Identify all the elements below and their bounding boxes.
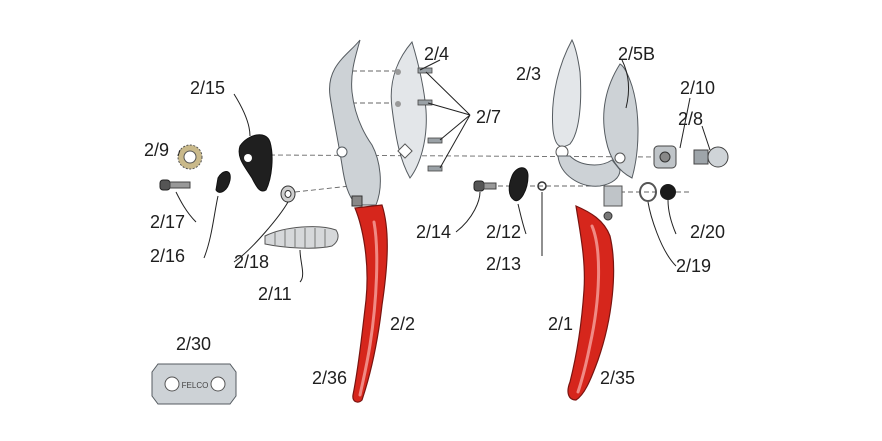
- label-2-13: 2/13: [486, 254, 521, 274]
- handle-highlight: [576, 224, 601, 394]
- cam-hole: [244, 154, 252, 162]
- label-2-5b: 2/5B: [618, 44, 655, 64]
- collar-screw: [603, 211, 613, 221]
- red-handle-2-2: [352, 204, 388, 403]
- leader-2-4: [419, 59, 441, 71]
- blade-plate-2-4: [390, 40, 427, 179]
- ring-2-13: [537, 181, 547, 191]
- bolt-2-8: [693, 149, 709, 165]
- felco-key-2-30: FELCO: [151, 363, 237, 405]
- screw-icon: [427, 137, 443, 144]
- label-2-1: 2/1: [548, 314, 573, 334]
- leader-2-11: [299, 249, 304, 283]
- label-2-20: 2/20: [690, 222, 725, 242]
- label-2-11: 2/11: [258, 284, 292, 304]
- part-labels: 2/15 2/9 2/17 2/16 2/18 2/11 2/4 2/7 2/2…: [144, 44, 725, 388]
- leader-2-10: [679, 97, 691, 149]
- bolt-head-2-8: [707, 146, 729, 168]
- bushing-hole: [659, 151, 671, 163]
- axis-pivot: [269, 154, 661, 158]
- label-2-36: 2/36: [312, 368, 347, 388]
- screw-icon: [417, 99, 433, 106]
- rivet-hole: [395, 69, 401, 75]
- bolt-shaft-2-14: [483, 182, 497, 190]
- cap-2-20: [660, 184, 676, 200]
- rivet-hole: [395, 101, 401, 107]
- screw-icon: [427, 165, 443, 172]
- label-2-7: 2/7: [476, 107, 501, 127]
- label-2-14: 2/14: [416, 222, 451, 242]
- axis-washer: [294, 185, 351, 193]
- label-2-9: 2/9: [144, 140, 169, 160]
- jaw-neck: [557, 155, 621, 187]
- handle-collar: [603, 185, 623, 207]
- key-tool-body: [151, 363, 237, 405]
- leader-2-14: [455, 191, 481, 233]
- label-2-10: 2/10: [680, 78, 715, 98]
- spring-coils: [274, 228, 326, 248]
- screw-icon: [417, 67, 433, 74]
- hex-nut: [351, 195, 363, 207]
- o-ring-2-19: [639, 182, 657, 202]
- cutting-blade-2-3: [551, 38, 582, 148]
- leader-2-7: [425, 71, 471, 169]
- leader-2-18: [233, 201, 289, 263]
- label-2-8: 2/8: [678, 109, 703, 129]
- leader-2-15: [233, 93, 251, 137]
- anvil-blade-2-2: [329, 39, 381, 206]
- spring-2-11: [264, 226, 339, 249]
- key-hex-hole: [164, 376, 180, 392]
- leader-2-5b: [621, 59, 630, 109]
- spring-clip-2-16: [215, 171, 231, 193]
- label-2-2: 2/2: [390, 314, 415, 334]
- leader-2-9: [177, 149, 181, 157]
- label-2-4: 2/4: [424, 44, 449, 64]
- label-2-18: 2/18: [234, 252, 269, 272]
- bolt-head-2-17: [159, 179, 171, 191]
- right-loose-parts: [473, 145, 729, 202]
- cam-plate-2-15: [238, 134, 273, 192]
- square-hole: [397, 143, 413, 159]
- label-2-19: 2/19: [676, 256, 711, 276]
- bolt-shaft-2-17: [169, 181, 191, 189]
- red-handle-2-1: [567, 205, 615, 401]
- label-2-3: 2/3: [516, 64, 541, 84]
- upper-jaw-2-5b: [603, 63, 639, 179]
- key-stamp: FELCO: [182, 381, 209, 390]
- leader-2-20: [667, 199, 677, 235]
- washer-hole: [284, 190, 292, 198]
- handle-highlight: [358, 220, 379, 397]
- gear-nut-center: [183, 150, 197, 164]
- leader-2-19: [647, 201, 677, 267]
- label-2-15: 2/15: [190, 78, 225, 98]
- left-handle-assembly: [329, 39, 443, 403]
- leader-2-8: [701, 125, 711, 151]
- left-loose-parts: [159, 134, 339, 249]
- leader-lines: [175, 59, 711, 283]
- label-2-35: 2/35: [600, 368, 635, 388]
- leader-2-16: [203, 195, 219, 259]
- pivot-hole: [336, 146, 348, 158]
- jaw-hole: [614, 152, 626, 164]
- label-2-30: 2/30: [176, 334, 211, 354]
- right-handle-assembly: [551, 38, 639, 401]
- leader-2-12: [517, 203, 527, 235]
- label-2-12: 2/12: [486, 222, 521, 242]
- label-2-16: 2/16: [150, 246, 185, 266]
- label-2-17: 2/17: [150, 212, 185, 232]
- leader-2-17: [175, 191, 197, 223]
- spring-2-12: [508, 167, 529, 202]
- bolt-head-2-14: [473, 180, 485, 192]
- key-hex-hole: [210, 376, 226, 392]
